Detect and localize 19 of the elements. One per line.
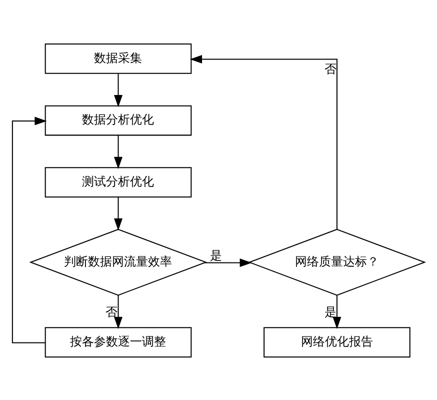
node-diamond: 网络质量达标？ [248, 228, 426, 296]
node-box: 数据分析优化 [44, 104, 192, 136]
arrow [114, 134, 123, 168]
node-box: 数据采集 [44, 43, 192, 74]
arrow [114, 294, 123, 328]
edge-label: 否 [324, 62, 336, 76]
arrow [114, 196, 123, 230]
edge-label: 否 [106, 304, 118, 319]
node-diamond: 判断数据网流量效率 [29, 228, 208, 296]
node-box: 网络优化报告 [264, 326, 410, 357]
edge-label: 是 [324, 304, 336, 319]
edge-label: 是 [210, 248, 222, 262]
arrow [190, 54, 338, 229]
node-box: 测试分析优化 [44, 166, 192, 197]
node-box: 按各参数逐一调整 [44, 326, 192, 357]
arrow [12, 116, 47, 343]
arrow [204, 258, 252, 267]
arrow [332, 294, 342, 328]
arrow [114, 73, 123, 107]
